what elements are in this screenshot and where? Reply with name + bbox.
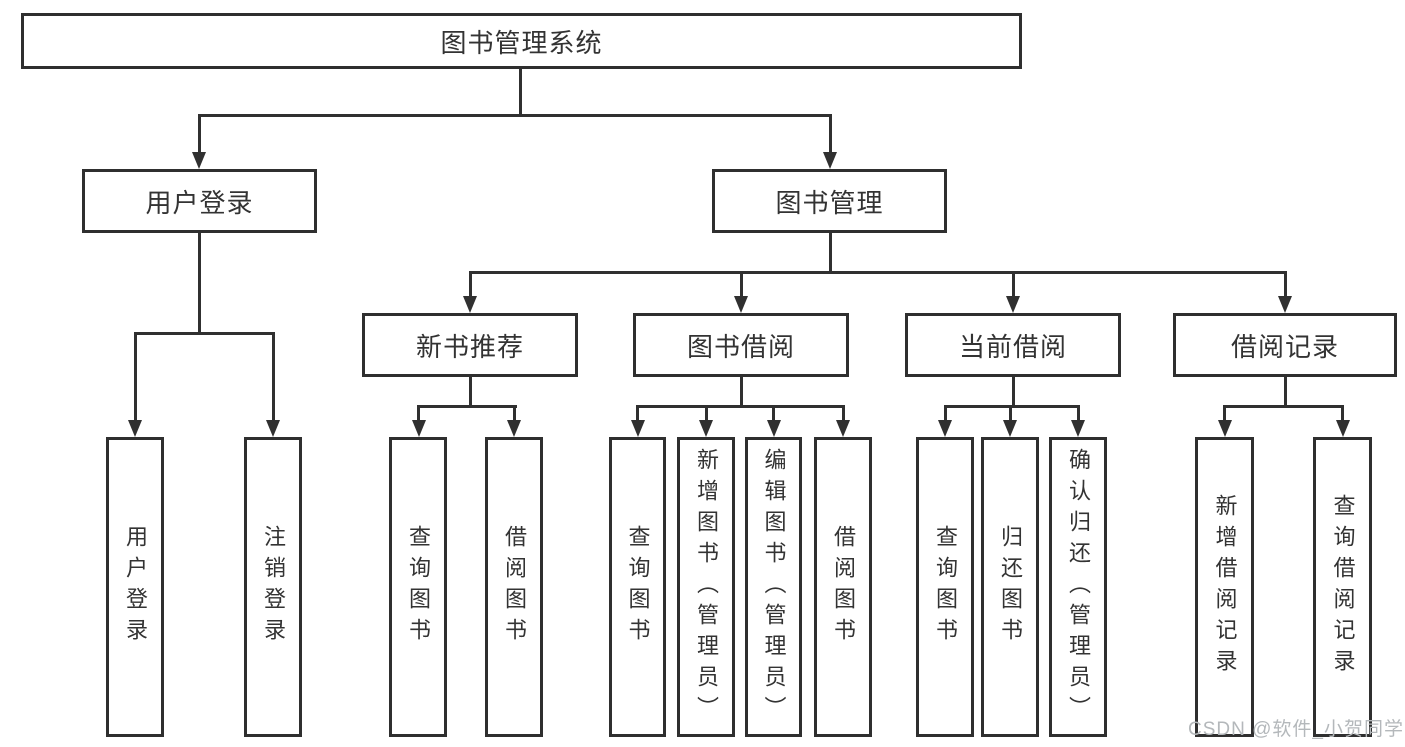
connector-line xyxy=(133,331,275,335)
arrow-down-icon xyxy=(630,420,645,437)
leaf-user-login: 用户登录 xyxy=(106,437,164,737)
arrow-down-icon xyxy=(411,420,426,437)
connector-line xyxy=(468,271,472,298)
leaf-query-borrow-record: 查询借阅记录 xyxy=(1313,437,1372,737)
arrow-down-icon xyxy=(836,420,850,437)
connector-line xyxy=(417,405,517,408)
connector-line xyxy=(841,405,845,421)
arrow-down-icon xyxy=(463,296,477,313)
arrow-down-icon xyxy=(1278,296,1292,313)
connector-line xyxy=(1223,405,1226,421)
leaf-edit-books-admin: 编辑图书（管理员） xyxy=(745,437,802,737)
arrow-down-icon xyxy=(1006,296,1020,313)
arrow-down-icon xyxy=(1217,420,1232,437)
connector-line xyxy=(1223,405,1344,408)
node-new-books: 新书推荐 xyxy=(362,313,578,377)
arrow-down-icon xyxy=(507,420,521,437)
arrow-down-icon xyxy=(1003,420,1017,437)
leaf-return-books: 归还图书 xyxy=(981,437,1039,737)
leaf-query-books-1: 查询图书 xyxy=(389,437,447,737)
arrow-down-icon xyxy=(938,420,952,437)
connector-line xyxy=(271,331,275,422)
connector-line xyxy=(1283,377,1287,408)
arrow-down-icon xyxy=(699,420,713,437)
connector-line xyxy=(772,405,775,421)
connector-line xyxy=(468,377,472,408)
connector-line xyxy=(1283,271,1287,298)
connector-line xyxy=(468,271,1287,274)
connector-line xyxy=(512,405,516,421)
connector-line xyxy=(704,405,708,421)
connector-line xyxy=(1076,405,1080,421)
node-book-borrow: 图书借阅 xyxy=(633,313,849,377)
connector-line xyxy=(1011,377,1015,408)
node-current-borrow: 当前借阅 xyxy=(905,313,1121,377)
arrow-down-icon xyxy=(823,152,837,169)
arrow-down-icon xyxy=(266,420,280,437)
node-root: 图书管理系统 xyxy=(21,13,1022,69)
node-user-login: 用户登录 xyxy=(82,169,317,233)
node-borrow-records: 借阅记录 xyxy=(1173,313,1397,377)
leaf-query-books-2: 查询图书 xyxy=(609,437,666,737)
leaf-add-books-admin: 新增图书（管理员） xyxy=(677,437,735,737)
connector-line xyxy=(739,377,743,408)
connector-line xyxy=(1011,271,1015,298)
connector-line xyxy=(828,233,832,274)
connector-line xyxy=(1008,405,1012,421)
arrow-down-icon xyxy=(1071,420,1085,437)
csdn-watermark: CSDN @软件_小贺同学 xyxy=(1188,719,1404,740)
connector-line xyxy=(133,331,137,422)
leaf-query-books-3: 查询图书 xyxy=(916,437,974,737)
connector-line xyxy=(197,113,832,117)
connector-line xyxy=(1341,405,1344,421)
arrow-down-icon xyxy=(766,420,781,437)
leaf-borrow-books-2: 借阅图书 xyxy=(814,437,872,737)
connector-line xyxy=(943,405,947,421)
leaf-logout: 注销登录 xyxy=(244,437,302,737)
connector-line xyxy=(417,405,420,421)
connector-line xyxy=(943,405,1080,408)
arrow-down-icon xyxy=(128,420,142,437)
connector-line xyxy=(636,405,845,408)
arrow-down-icon xyxy=(734,296,748,313)
connector-line xyxy=(197,233,201,334)
connector-line xyxy=(739,271,743,298)
leaf-borrow-books-1: 借阅图书 xyxy=(485,437,543,737)
connector-line xyxy=(828,113,832,154)
connector-line xyxy=(197,113,201,154)
arrow-down-icon xyxy=(1335,420,1350,437)
arrow-down-icon xyxy=(192,152,206,169)
connector-line xyxy=(519,69,522,116)
node-book-mgmt: 图书管理 xyxy=(712,169,947,233)
leaf-confirm-return-admin: 确认归还（管理员） xyxy=(1049,437,1107,737)
connector-line xyxy=(636,405,639,421)
leaf-add-borrow-record: 新增借阅记录 xyxy=(1195,437,1254,737)
